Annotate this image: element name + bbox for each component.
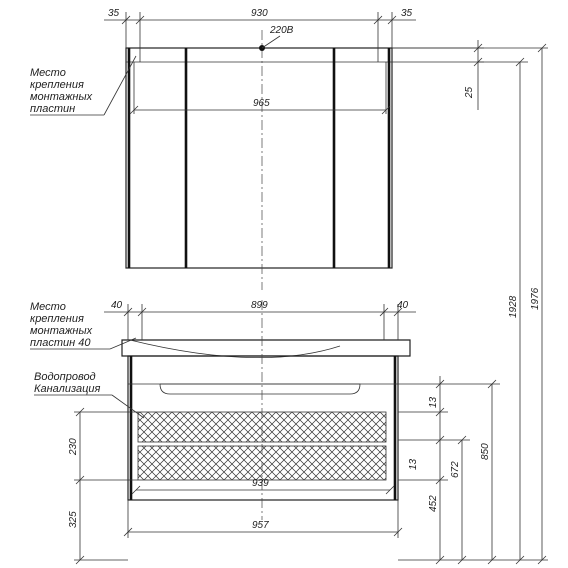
water-supply-label: Водопровод (34, 371, 96, 383)
svg-text:крепления: крепления (30, 79, 84, 91)
vanity-inner-dimension: 939 (131, 478, 395, 495)
svg-text:монтажных: монтажных (30, 91, 93, 103)
svg-text:Место: Место (30, 301, 66, 313)
svg-text:монтажных: монтажных (30, 325, 93, 337)
top-cabinet-outline (125, 47, 393, 269)
vanity-top-width-label: 899 (251, 300, 268, 311)
dim-452-label: 452 (428, 495, 439, 512)
mount-offset-dimension: 25 (392, 40, 484, 110)
floor-height-label: 325 (68, 511, 79, 528)
svg-text:пластин 40: пластин 40 (30, 337, 91, 349)
overall-height-dimensions: 1928 1976 (392, 43, 548, 565)
height-1928-label: 1928 (508, 295, 519, 318)
power-leader (261, 35, 281, 49)
vanity-bottom-dimension: 957 (123, 500, 403, 538)
vanity-left-dimensions: 230 325 (68, 407, 138, 565)
vanity-side-right-label: 40 (397, 300, 409, 311)
top-cabinet: 220В (125, 25, 393, 290)
power-label: 220В (269, 25, 294, 36)
vanity-body (127, 355, 399, 501)
drawer-gap-1-label: 13 (428, 396, 439, 408)
pipe-note: Водопровод Канализация (34, 371, 145, 419)
sewer-label: Канализация (34, 383, 100, 395)
vanity (121, 300, 411, 520)
dim-850-label: 850 (480, 443, 491, 460)
vanity-right-dimensions: 13 13 452 672 850 (398, 376, 548, 565)
top-inner-dimension: 965 (129, 62, 391, 115)
vanity-top-dimension: 40 899 40 (104, 300, 416, 340)
top-side-left-label: 35 (108, 8, 120, 19)
vanity-side-left-label: 40 (111, 300, 123, 311)
drawer-gap-2-label: 13 (408, 458, 419, 470)
basin-outline (121, 339, 411, 357)
svg-text:крепления: крепления (30, 313, 84, 325)
mount-offset-label: 25 (464, 86, 475, 99)
svg-text:Место: Место (30, 67, 66, 79)
vanity-mount-note: Место крепления монтажных пластин 40 (30, 301, 137, 350)
basin-curve (129, 339, 341, 359)
top-side-right-label: 35 (401, 8, 413, 19)
svg-text:пластин: пластин (30, 103, 75, 115)
top-width-label: 930 (251, 8, 268, 19)
top-inner-width-label: 965 (253, 98, 270, 109)
drawer-handle (159, 383, 361, 395)
vanity-inner-width-label: 939 (252, 478, 269, 489)
vanity-bottom-width-label: 957 (252, 520, 269, 531)
height-1976-label: 1976 (530, 287, 541, 310)
drawer-height-label: 230 (68, 438, 79, 456)
top-mount-note: Место крепления монтажных пластин (30, 55, 137, 116)
top-width-dimension: 35 930 35 (104, 8, 416, 62)
dim-672-label: 672 (450, 461, 461, 478)
